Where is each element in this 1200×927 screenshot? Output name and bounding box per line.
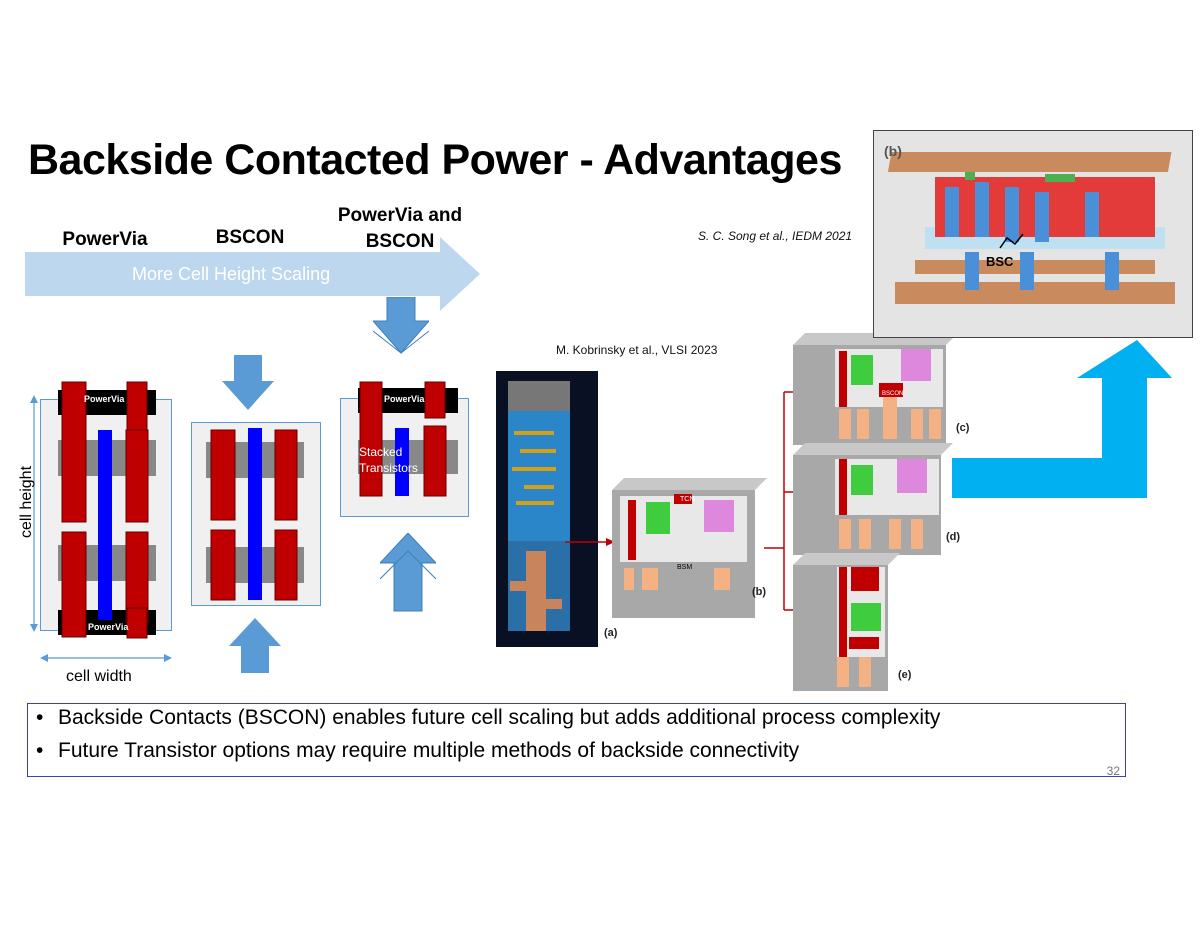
- scaling-arrow: [25, 237, 480, 311]
- citation-kobrinsky: M. Kobrinsky et al., VLSI 2023: [556, 343, 718, 357]
- cell-width-marker: [40, 654, 172, 662]
- bullet-1: •Backside Contacts (BSCON) enables futur…: [36, 706, 941, 729]
- arrow-a-to-b: [565, 538, 615, 546]
- bscon-up-arrow: [229, 618, 281, 673]
- bscon-fig-label: BSCON: [882, 391, 904, 397]
- page-number: 32: [1106, 764, 1120, 778]
- bullet-box: [27, 703, 1126, 777]
- powervia-cell-diagram: [58, 381, 156, 639]
- inset-diagram: [887, 152, 1175, 304]
- stacked-cell-diagram: [358, 381, 458, 497]
- figure-c-label: (c): [956, 422, 970, 434]
- powervia-top-label: PowerVia: [84, 394, 125, 404]
- cell-width-label: cell width: [66, 668, 132, 685]
- bullet-2: •Future Transistor options may require m…: [36, 739, 800, 762]
- bsm-label: BSM: [677, 564, 693, 571]
- bscon-cell-diagram: [206, 428, 304, 601]
- header-powervia: PowerVia: [62, 229, 148, 250]
- header-powervia-bscon: PowerVia and BSCON: [337, 205, 463, 252]
- stacked-up-arrow: [380, 533, 436, 612]
- figure-b-block: [612, 478, 767, 618]
- bullet-2-text: Future Transistor options may require mu…: [58, 739, 800, 762]
- cyan-elbow-arrow: [952, 340, 1172, 498]
- figure-a-tower: [496, 371, 598, 647]
- bullet-1-text: Backside Contacts (BSCON) enables future…: [58, 706, 941, 729]
- figure-e-label: (e): [898, 669, 912, 681]
- figure-e-block: [793, 553, 900, 691]
- scaling-arrow-label: More Cell Height Scaling: [132, 264, 331, 284]
- figure-d-block: [793, 443, 953, 555]
- stacked-transistors-label: Stacked Transistors: [359, 445, 418, 475]
- header-bscon: BSCON: [215, 227, 285, 248]
- slide-title: Backside Contacted Power - Advantages: [28, 136, 842, 184]
- bscon-down-arrow: [222, 355, 274, 410]
- figure-b-label: (b): [752, 586, 767, 598]
- tcn-label: TCN: [680, 496, 695, 503]
- figure-d-label: (d): [946, 531, 961, 543]
- stacked-down-arrow: [373, 297, 429, 354]
- figure-c-block: [793, 333, 958, 445]
- citation-song: S. C. Song et al., IEDM 2021: [698, 229, 853, 243]
- figure-a-label: (a): [604, 627, 618, 639]
- powervia-bottom-label: PowerVia: [88, 622, 129, 632]
- cell-height-marker: [30, 395, 38, 632]
- inset-figure-label: (b): [884, 143, 902, 159]
- cell-height-label: cell height: [18, 465, 35, 539]
- stacked-powervia-label: PowerVia: [384, 394, 425, 404]
- bsc-label: BSC: [986, 254, 1014, 269]
